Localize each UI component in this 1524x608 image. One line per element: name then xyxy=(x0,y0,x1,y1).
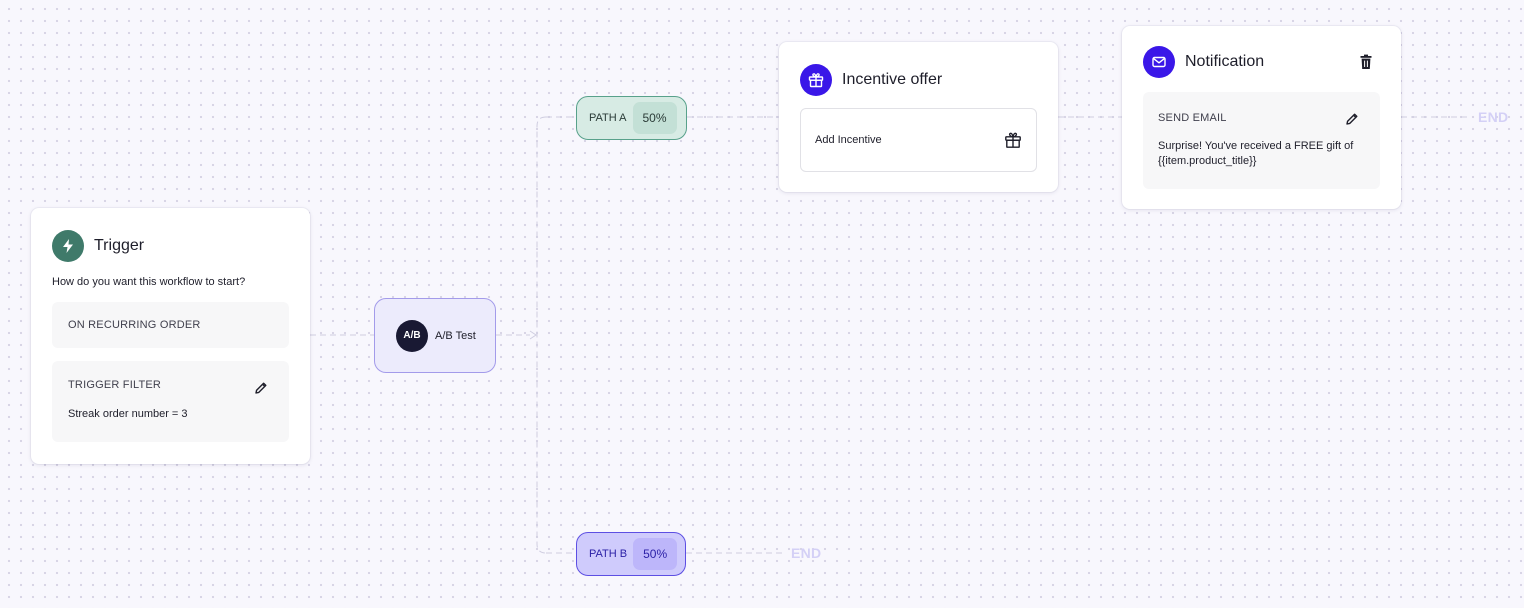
trigger-event-option[interactable]: ON RECURRING ORDER xyxy=(52,302,289,348)
ab-test-node[interactable]: A/B A/B Test xyxy=(374,298,496,373)
trigger-card-header: Trigger xyxy=(52,230,289,262)
branch-chevron xyxy=(529,330,537,340)
incentive-title: Incentive offer xyxy=(842,71,943,88)
gift-icon xyxy=(800,64,832,96)
trigger-question: How do you want this workflow to start? xyxy=(52,276,246,288)
send-email-label: SEND EMAIL xyxy=(1158,112,1227,124)
incentive-card-header: Incentive offer xyxy=(800,64,1037,96)
delete-notification-button[interactable] xyxy=(1359,54,1373,70)
path-a-label: PATH A xyxy=(589,112,627,124)
incentive-card[interactable]: Incentive offer Add Incentive xyxy=(779,42,1058,192)
trigger-title: Trigger xyxy=(94,237,145,254)
trigger-event-label: ON RECURRING ORDER xyxy=(68,319,201,331)
trigger-filter-value: Streak order number = 3 xyxy=(68,408,188,420)
path-a-node[interactable]: PATH A 50% xyxy=(576,96,687,140)
trash-icon xyxy=(1360,54,1372,69)
gift-outline-icon xyxy=(1004,131,1022,149)
trigger-filter-label: TRIGGER FILTER xyxy=(68,379,162,391)
email-message: Surprise! You've received a FREE gift of… xyxy=(1158,140,1354,167)
add-incentive-label: Add Incentive xyxy=(815,134,882,146)
edit-email-button[interactable] xyxy=(1344,111,1360,127)
path-a-percent[interactable]: 50% xyxy=(632,102,677,134)
trigger-filter-panel: TRIGGER FILTER Streak order number = 3 xyxy=(52,361,289,442)
notification-card-header: Notification xyxy=(1143,46,1380,78)
notification-card[interactable]: Notification SEND EMAIL Surprise! You've… xyxy=(1122,26,1401,209)
ab-test-label: A/B Test xyxy=(435,329,476,342)
notification-title: Notification xyxy=(1185,53,1265,70)
path-b-label: PATH B xyxy=(589,548,628,560)
ab-test-icon-text: A/B xyxy=(403,330,421,341)
path-b-node[interactable]: PATH B 50% xyxy=(576,532,686,576)
add-incentive-button[interactable]: Add Incentive xyxy=(800,108,1037,172)
mail-icon xyxy=(1143,46,1175,78)
trigger-card[interactable]: Trigger How do you want this workflow to… xyxy=(31,208,310,464)
pencil-icon xyxy=(255,382,267,394)
ab-test-icon: A/B xyxy=(396,319,428,352)
path-b-percent[interactable]: 50% xyxy=(633,538,678,570)
lightning-icon xyxy=(52,230,84,262)
end-label-path-b: END xyxy=(791,545,822,561)
edit-filter-button[interactable] xyxy=(253,380,269,396)
end-label-path-a: END xyxy=(1478,109,1509,125)
send-email-panel: SEND EMAIL Surprise! You've received a F… xyxy=(1143,92,1380,189)
connector-branch-vertical xyxy=(536,116,547,554)
pencil-icon xyxy=(1346,113,1358,125)
